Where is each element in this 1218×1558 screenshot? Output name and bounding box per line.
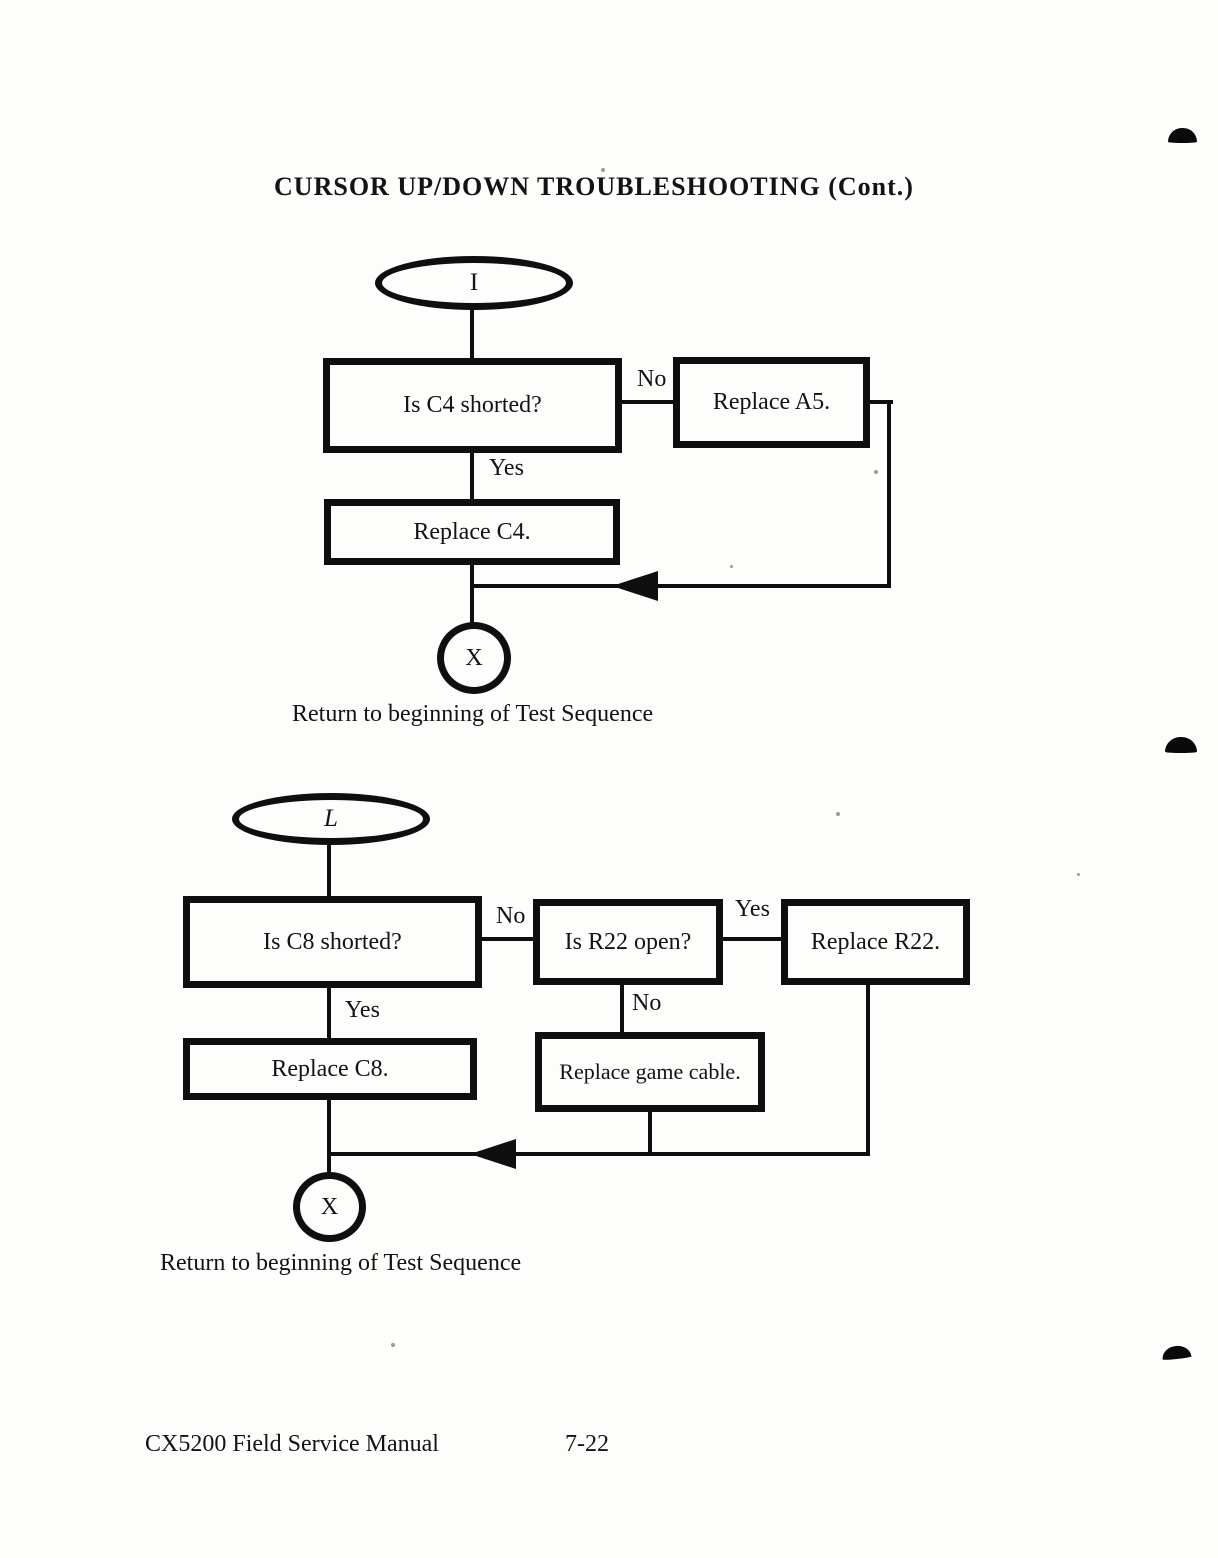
scan-speck: [601, 168, 605, 172]
terminal-end-1-label: X: [465, 644, 483, 671]
terminal-start-1-label: I: [469, 269, 479, 296]
process-box-replace-r22-label: Replace R22.: [810, 928, 941, 955]
connector-start-to-question-1: [470, 309, 474, 359]
branch-label-yes-3: Yes: [345, 997, 380, 1023]
connector-cable-to-merge: [648, 1112, 652, 1156]
connector-start-to-question-2: [327, 844, 331, 897]
process-box-replace-c8: Replace C8.: [183, 1038, 477, 1100]
scan-speck: [1077, 873, 1080, 876]
connector-no-1: [622, 400, 673, 404]
decision-box-r22-open: Is R22 open?: [533, 899, 723, 985]
branch-label-no-2: No: [496, 903, 526, 929]
feedback-stub-1: [866, 400, 893, 404]
process-box-replace-a5-label: Replace A5.: [712, 389, 831, 415]
decision-box-r22-open-label: Is R22 open?: [564, 928, 692, 955]
scan-speck: [391, 1343, 395, 1347]
process-box-replace-c4-label: Replace C4.: [413, 518, 531, 545]
scan-mark-2: [1165, 737, 1197, 753]
scan-speck: [730, 565, 733, 568]
connector-to-end-1: [470, 565, 474, 624]
decision-box-c4-shorted-label: Is C4 shorted?: [403, 392, 542, 418]
process-box-replace-game-cable: Replace game cable.: [535, 1032, 765, 1112]
terminal-start-2: L: [232, 793, 430, 845]
merge-horizontal-2: [327, 1152, 870, 1156]
terminal-start-2-label: L: [324, 805, 338, 832]
connector-no-2: [482, 937, 533, 941]
branch-label-no-3: No: [632, 990, 662, 1016]
connector-yes-1: [470, 453, 474, 500]
connector-yes-3: [327, 988, 331, 1039]
decision-box-c4-shorted: Is C4 shorted?: [323, 358, 622, 453]
connector-to-end-2: [327, 1100, 331, 1174]
connector-no-3: [620, 985, 624, 1033]
scan-speck: [874, 470, 878, 474]
branch-label-yes-1: Yes: [489, 455, 524, 481]
footer-page-number: 7-22: [565, 1431, 609, 1457]
footer-manual-name: CX5200 Field Service Manual: [145, 1431, 439, 1457]
scan-mark-1: [1168, 128, 1197, 143]
process-box-replace-c4: Replace C4.: [324, 499, 620, 565]
terminal-end-2-label: X: [320, 1193, 339, 1220]
process-box-replace-r22: Replace R22.: [781, 899, 970, 985]
merge-arrowhead-2: [470, 1139, 516, 1169]
terminal-start-1: I: [375, 256, 573, 310]
process-box-replace-a5: Replace A5.: [673, 357, 870, 448]
terminal-end-2: X: [293, 1172, 366, 1242]
branch-label-yes-2: Yes: [735, 896, 770, 922]
connector-yes-2: [723, 937, 781, 941]
chart2-caption: Return to beginning of Test Sequence: [160, 1250, 522, 1276]
scan-speck: [836, 812, 840, 816]
process-box-replace-game-cable-label: Replace game cable.: [559, 1059, 741, 1084]
branch-label-no-1: No: [637, 366, 667, 392]
page-title: CURSOR UP/DOWN TROUBLESHOOTING (Cont.): [274, 172, 914, 201]
feedback-horizontal-1: [472, 584, 891, 588]
decision-box-c8-shorted: Is C8 shorted?: [183, 896, 482, 988]
decision-box-c8-shorted-label: Is C8 shorted?: [263, 928, 402, 955]
connector-r22-to-merge: [866, 985, 870, 1156]
scan-mark-3: [1161, 1344, 1192, 1361]
process-box-replace-c8-label: Replace C8.: [271, 1055, 389, 1082]
feedback-vertical-1: [887, 400, 891, 588]
terminal-end-1: X: [437, 622, 511, 694]
merge-arrowhead-1: [612, 571, 658, 601]
chart1-caption: Return to beginning of Test Sequence: [292, 701, 654, 727]
